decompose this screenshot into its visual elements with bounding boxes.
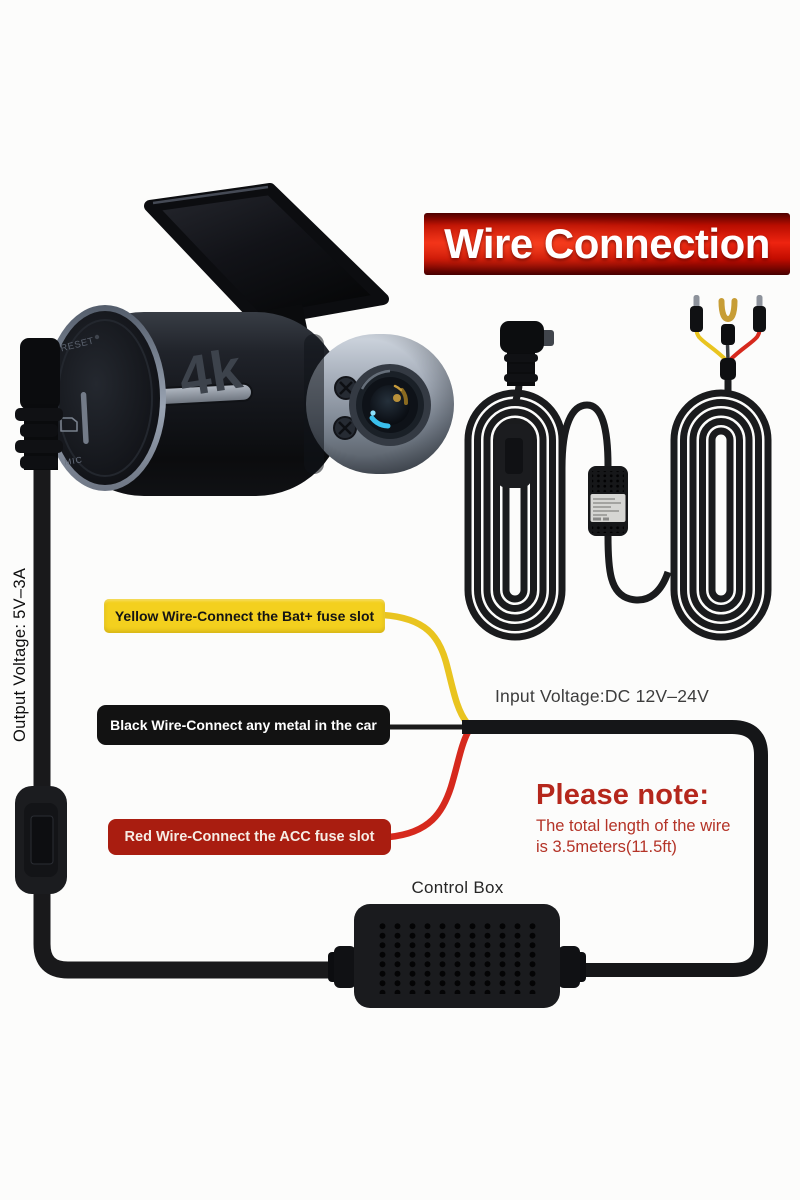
camera-lens-icon — [349, 364, 431, 446]
mount-plate — [144, 183, 389, 327]
camera-4k-logo: 4k — [175, 336, 247, 408]
kit-box-label-lines — [593, 498, 621, 521]
kit-cable-scurve — [604, 535, 672, 604]
note-line-1: The total length of the wire — [536, 817, 731, 835]
note-title: Please note: — [536, 779, 710, 811]
red-wire-label: Red Wire-Connect the ACC fuse slot — [108, 819, 391, 855]
input-voltage-label: Input Voltage:DC 12V–24V — [495, 686, 709, 706]
dashcam-illustration: 4k RESET MIC — [15, 183, 454, 496]
kit-cable-coil-right — [670, 389, 772, 641]
camera-output-cable — [33, 462, 352, 979]
hardwire-kit-illustration — [464, 295, 772, 641]
kit-hardwire-leads — [690, 295, 766, 396]
mount-plate-highlight — [152, 185, 269, 205]
sd-slot-icon — [80, 392, 89, 444]
reset-pinhole-icon — [94, 334, 100, 340]
black-wire-label: Black Wire-Connect any metal in the car — [97, 705, 390, 745]
camera-mic-label: MIC — [63, 454, 83, 467]
camera-usb-plug-icon — [15, 338, 63, 470]
fork-terminal-icon — [718, 298, 738, 345]
title-banner-text: Wire Connection — [444, 220, 770, 267]
control-box-vents — [374, 920, 540, 994]
camera-end-cap: RESET MIC — [44, 305, 166, 491]
main-input-cable — [462, 720, 768, 977]
kit-inline-box — [588, 466, 628, 536]
lens-screw-bottom-icon — [333, 416, 357, 440]
yellow-wire — [382, 611, 470, 726]
pin-terminal-right-icon — [753, 295, 766, 332]
yellow-wire-label: Yellow Wire-Connect the Bat+ fuse slot — [104, 599, 385, 633]
pin-terminal-left-icon — [690, 295, 703, 332]
note-line-2: is 3.5meters(11.5ft) — [536, 838, 677, 856]
control-box-label: Control Box — [411, 878, 504, 897]
output-voltage-label: Output Voltage: 5V–3A — [11, 567, 29, 742]
control-box-illustration — [328, 904, 586, 1008]
sd-card-icon — [60, 417, 78, 432]
camera-lens-head — [304, 334, 454, 474]
lead-wire-gray — [725, 343, 730, 361]
kit-ferrite-bead-icon — [496, 424, 532, 488]
kit-cable-hump — [558, 401, 612, 469]
title-banner: Wire Connection — [424, 213, 790, 275]
note-block: Please note: The total length of the wir… — [536, 779, 771, 858]
red-wire — [388, 730, 471, 841]
ferrite-bead-icon — [15, 786, 67, 894]
kit-usb-plug-icon — [500, 321, 554, 401]
